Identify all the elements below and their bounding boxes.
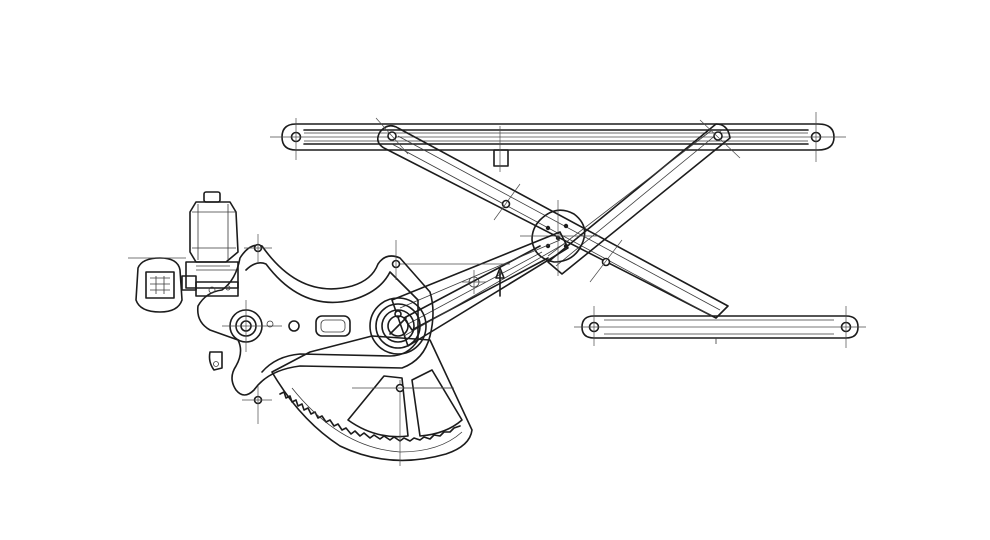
lower-guide-rail — [574, 306, 866, 348]
main-arm — [391, 231, 569, 347]
drive-motor — [185, 191, 239, 297]
base-plate — [196, 234, 454, 424]
scissor-arm-a — [375, 117, 729, 319]
center-pivot-plate — [520, 200, 600, 276]
motor-connector — [128, 257, 197, 313]
scissor-arm-b — [403, 119, 741, 331]
upper-guide-rail — [270, 112, 846, 172]
